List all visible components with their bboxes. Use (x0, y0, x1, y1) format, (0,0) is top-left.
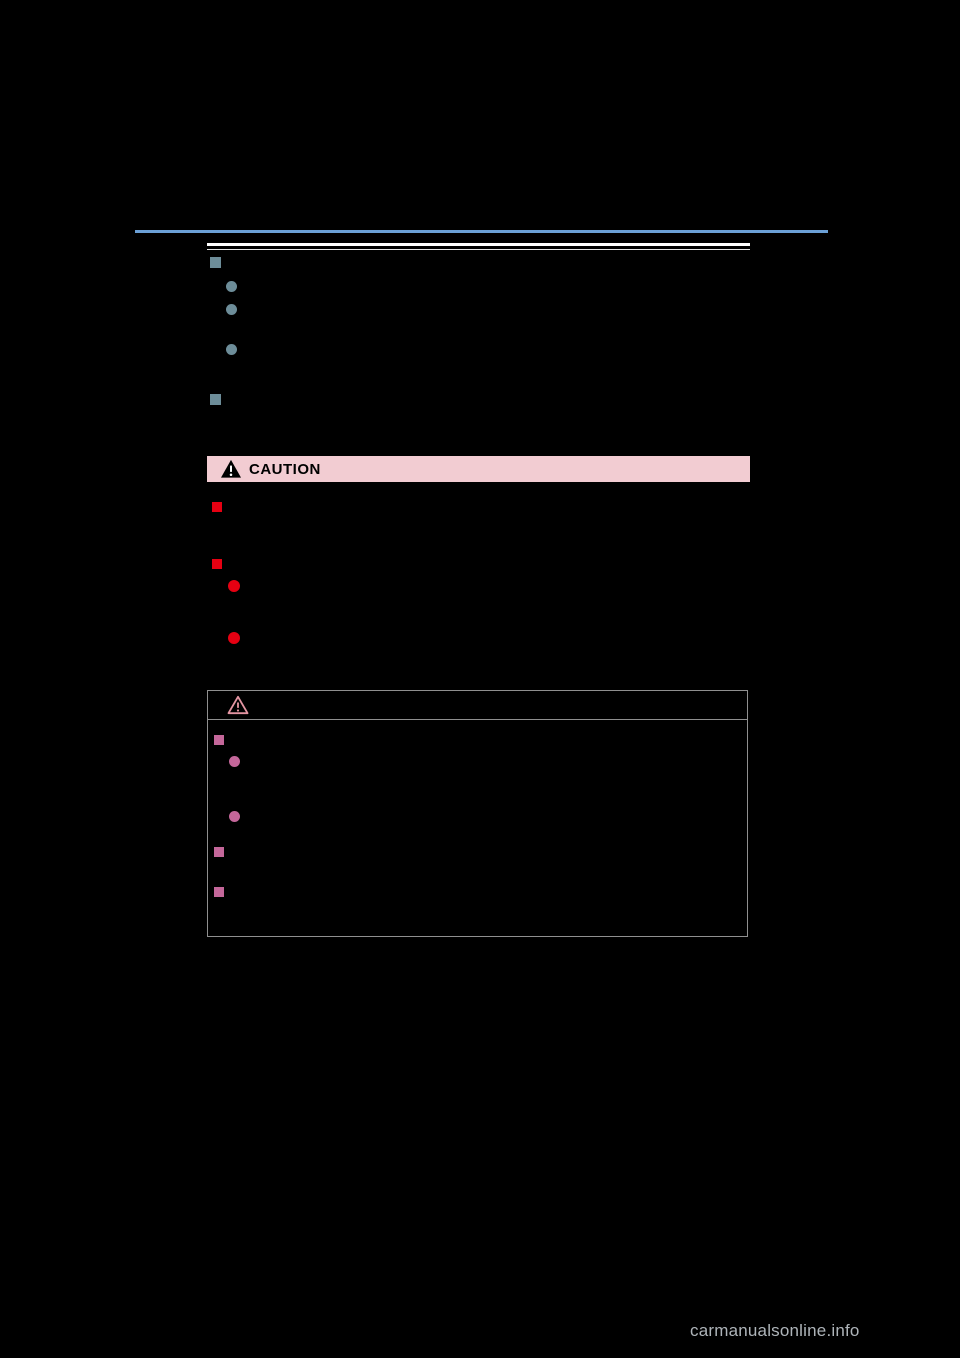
bullet-square-icon (214, 887, 224, 897)
bullet-circle-icon (228, 632, 240, 644)
bullet-square-icon (212, 559, 222, 569)
warning-triangle-outline-icon (227, 695, 249, 715)
top-page-rule (135, 230, 828, 233)
bullet-square-icon (214, 735, 224, 745)
bullet-circle-icon (226, 344, 237, 355)
section-header-rule-thick (207, 243, 750, 246)
watermark-text: carmanualsonline.info (690, 1321, 860, 1340)
bullet-square-icon (212, 502, 222, 512)
caution-label: CAUTION (249, 461, 321, 478)
caution-banner: CAUTION (207, 456, 750, 482)
bullet-square-icon (214, 847, 224, 857)
warning-box-header (208, 691, 747, 720)
bullet-square-icon (210, 257, 221, 268)
section-header-rule-thin (207, 249, 750, 250)
warning-box (207, 690, 748, 937)
bullet-circle-icon (226, 304, 237, 315)
bullet-circle-icon (228, 580, 240, 592)
bullet-circle-icon (229, 811, 240, 822)
bullet-circle-icon (226, 281, 237, 292)
bullet-square-icon (210, 394, 221, 405)
bullet-circle-icon (229, 756, 240, 767)
warning-triangle-icon (221, 459, 241, 478)
